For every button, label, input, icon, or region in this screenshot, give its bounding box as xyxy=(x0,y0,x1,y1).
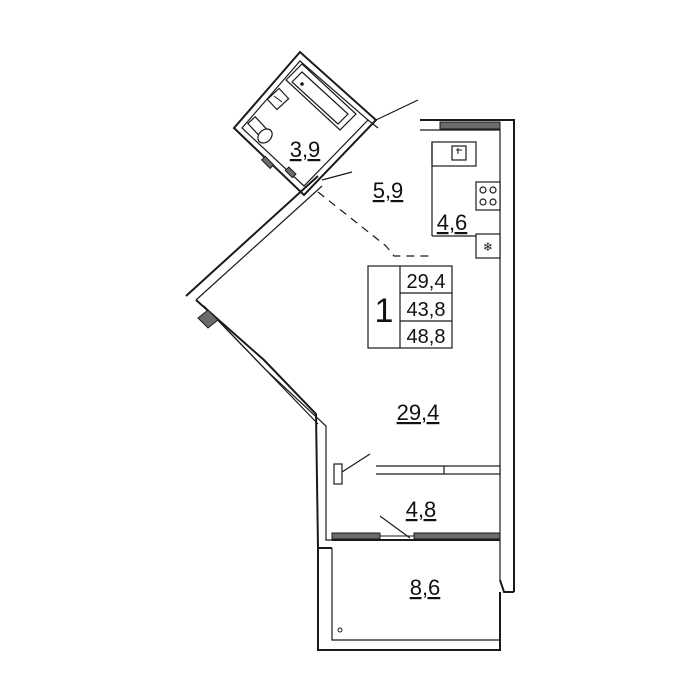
svg-text:❄: ❄ xyxy=(483,240,493,254)
room-count: 1 xyxy=(375,292,394,330)
hallway-area-label: 5,9 xyxy=(373,178,404,203)
toilet-icon xyxy=(247,115,273,144)
fridge-icon xyxy=(475,233,501,259)
exterior-walls xyxy=(185,119,515,651)
balcony-area-label: 8,6 xyxy=(410,575,441,600)
kitchen-block: ❄ xyxy=(431,141,501,259)
kitchen-sink-icon xyxy=(451,145,467,161)
kitchen-divider xyxy=(317,191,432,257)
total-area: 43,8 xyxy=(407,299,446,321)
living-area: 29,4 xyxy=(407,271,446,293)
total-area-with-balcony: 48,8 xyxy=(407,326,446,348)
sink-icon xyxy=(266,87,290,111)
stove-icon xyxy=(475,181,501,211)
living-room-area-label: 29,4 xyxy=(397,400,440,425)
bathroom-block xyxy=(232,50,419,197)
apartment-summary: 1 29,4 43,8 48,8 xyxy=(367,265,453,349)
loggia-area-label: 4,8 xyxy=(406,497,437,522)
bathroom-area-label: 3,9 xyxy=(290,137,321,162)
kitchen-area-label: 4,6 xyxy=(437,210,468,235)
